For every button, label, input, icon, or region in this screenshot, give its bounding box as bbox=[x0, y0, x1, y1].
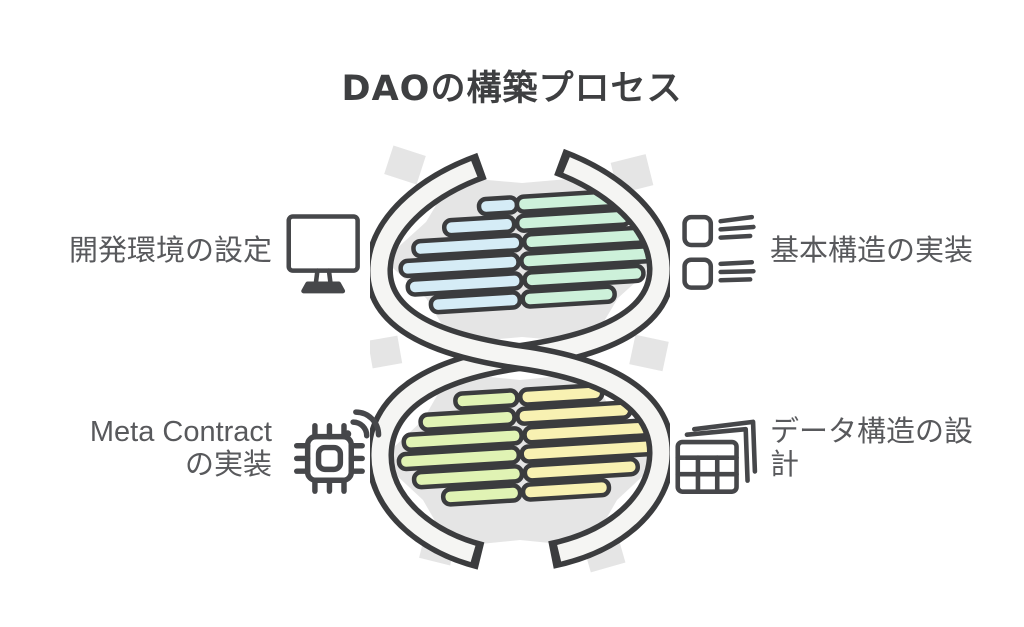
table-stack-icon bbox=[675, 419, 758, 494]
step-label-dev-environment: 開発環境の設定 bbox=[68, 235, 272, 267]
step-label-data-structure: データ構造の設計 bbox=[770, 416, 974, 481]
step-label-meta-contract-line2: の実装 bbox=[184, 449, 272, 481]
helix-rungs-bottom bbox=[396, 383, 657, 507]
step-label-meta-contract: Meta Contract の実装 bbox=[40, 416, 272, 482]
chip-icon bbox=[294, 409, 382, 494]
monitor-icon bbox=[286, 214, 360, 294]
list-icon bbox=[682, 214, 756, 290]
step-label-basic-structure: 基本構造の実装 bbox=[770, 235, 974, 267]
page-title: DAOの構築プロセス bbox=[341, 69, 683, 109]
step-label-meta-contract-line1: Meta Contract bbox=[89, 416, 272, 448]
helix-strand-left bbox=[370, 152, 670, 569]
dna-helix-illustration bbox=[370, 145, 670, 573]
